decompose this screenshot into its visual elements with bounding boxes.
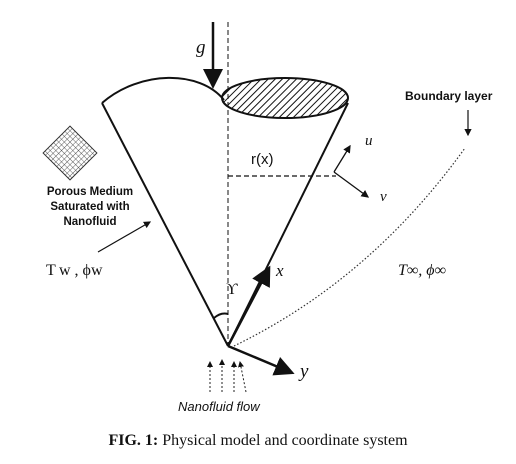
caption-text: Physical model and coordinate system: [158, 432, 408, 449]
velocity-u-label: u: [365, 133, 373, 149]
porous-medium-grid-icon: [42, 125, 98, 181]
y-axis-arrow: [227, 344, 295, 376]
diagram-canvas: [42, 22, 472, 393]
half-angle-arc: [213, 312, 229, 319]
wall-pointer-arrow: [97, 221, 152, 253]
porous-medium-line-2: Saturated with: [50, 200, 130, 213]
boundary-layer-label: Boundary layer: [405, 89, 493, 103]
y-axis-label: y: [300, 361, 309, 382]
v-direction-arrow: [333, 171, 370, 198]
gravity-label: g: [196, 37, 206, 58]
figure-caption: FIG. 1: Physical model and coordinate sy…: [0, 432, 516, 450]
porous-medium-line-1: Porous Medium: [46, 186, 134, 198]
velocity-v-label: v: [380, 189, 387, 205]
cone-top-edge: [101, 76, 225, 104]
porous-medium-line-3: Nanofluid: [63, 215, 117, 228]
x-axis-label: x: [276, 261, 284, 280]
nanofluid-flow-label: Nanofluid flow: [178, 399, 260, 414]
cone-left-side: [101, 102, 229, 347]
ambient-conditions-label: T∞, ϕ∞: [398, 262, 446, 279]
boundary-layer-curve: [233, 147, 466, 347]
flow-arrow-4: [238, 361, 247, 393]
x-axis-arrow: [226, 265, 271, 347]
radius-label: r(x): [251, 151, 274, 168]
wall-conditions-label: T w , ϕw: [46, 262, 103, 279]
hatched-cross-section: [221, 77, 349, 119]
u-direction-arrow: [333, 144, 351, 173]
porous-medium-label: Porous Medium Saturated with Nanofluid: [20, 185, 160, 230]
caption-prefix: FIG. 1:: [108, 432, 159, 449]
half-angle-label: ϒ: [226, 281, 238, 298]
